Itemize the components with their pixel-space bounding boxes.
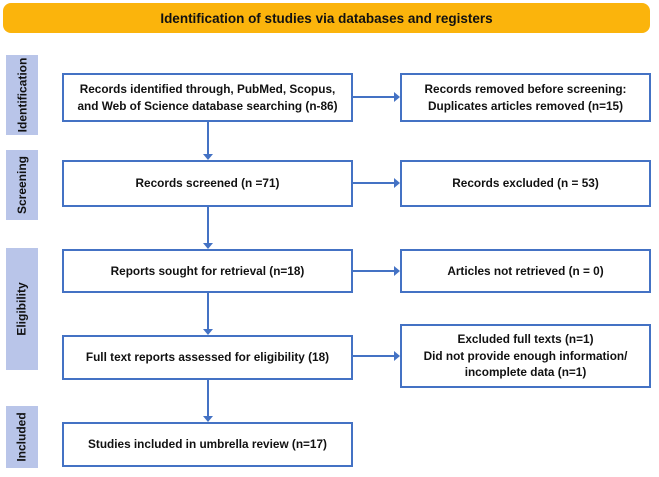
arrow-screened-to-excluded-head-icon <box>394 178 400 188</box>
arrow-sought-to-assessed-line <box>207 293 209 330</box>
arrow-identified-to-screened-line <box>207 122 209 155</box>
box-excluded-full-texts: Excluded full texts (n=1) Did not provid… <box>400 324 651 388</box>
arrow-assessed-to-excludedfulltext-line <box>353 355 395 357</box>
stage-label-screening: Screening <box>6 150 38 220</box>
arrow-sought-to-assessed-head-icon <box>203 329 213 335</box>
box-records-screened: Records screened (n =71) <box>62 160 353 207</box>
arrow-screened-to-sought-head-icon <box>203 243 213 249</box>
stage-label-eligibility: Eligibility <box>6 248 38 370</box>
box-fulltext-assessed: Full text reports assessed for eligibili… <box>62 335 353 380</box>
box-studies-included: Studies included in umbrella review (n=1… <box>62 422 353 467</box>
box-articles-not-retrieved: Articles not retrieved (n = 0) <box>400 249 651 293</box>
arrow-screened-to-excluded-line <box>353 182 395 184</box>
arrow-identified-to-screened-head-icon <box>203 154 213 160</box>
box-reports-sought: Reports sought for retrieval (n=18) <box>62 249 353 293</box>
stage-label-included: Included <box>6 406 38 468</box>
arrow-assessed-to-included-head-icon <box>203 416 213 422</box>
box-records-identified: Records identified through, PubMed, Scop… <box>62 73 353 122</box>
arrow-sought-to-notretrieved-head-icon <box>394 266 400 276</box>
stage-label-eligibility-text: Eligibility <box>15 282 29 336</box>
arrow-sought-to-notretrieved-line <box>353 270 395 272</box>
arrow-assessed-to-included-line <box>207 380 209 417</box>
stage-label-identification: Identification <box>6 55 38 135</box>
stage-label-identification-text: Identification <box>15 57 30 133</box>
arrow-screened-to-sought-line <box>207 207 209 244</box>
box-records-removed: Records removed before screening: Duplic… <box>400 73 651 122</box>
box-records-excluded: Records excluded (n = 53) <box>400 160 651 207</box>
arrow-identified-to-removed-head-icon <box>394 92 400 102</box>
diagram-title: Identification of studies via databases … <box>160 10 493 26</box>
arrow-assessed-to-excludedfulltext-head-icon <box>394 351 400 361</box>
stage-label-screening-text: Screening <box>15 155 29 215</box>
diagram-title-banner: Identification of studies via databases … <box>3 3 650 33</box>
stage-label-included-text: Included <box>15 412 29 462</box>
arrow-identified-to-removed-line <box>353 96 395 98</box>
